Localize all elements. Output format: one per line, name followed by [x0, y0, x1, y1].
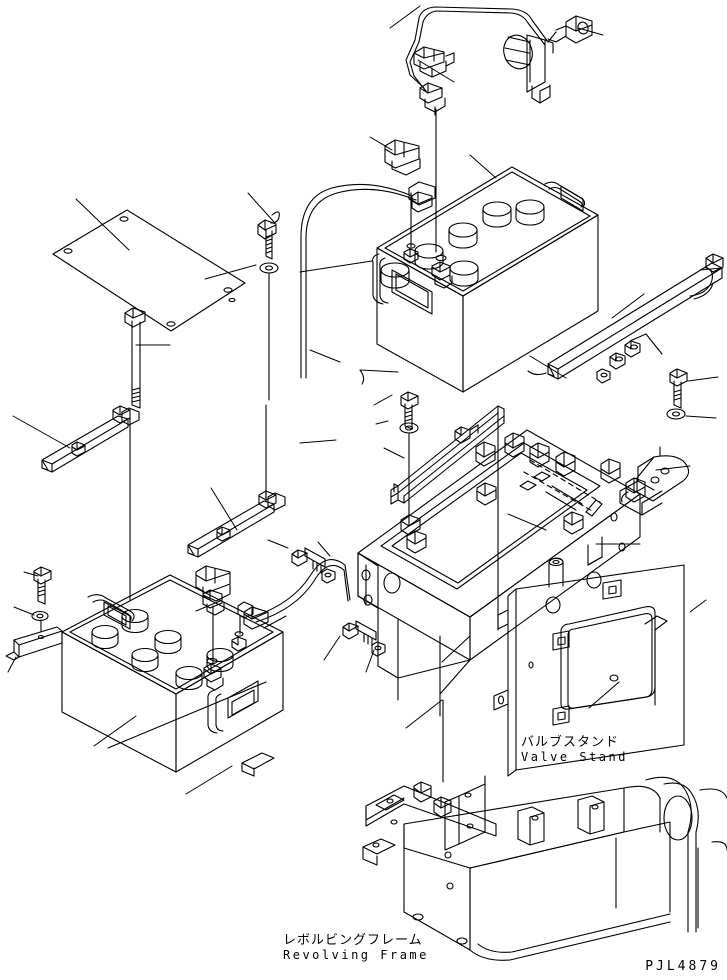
drawing-number: PJL4879: [645, 959, 721, 974]
battery-handle: [372, 253, 433, 315]
washer-lower-left: [31, 610, 49, 622]
cable-end-cap: [547, 15, 593, 44]
valve-stand-callout: バルブスタンド Valve Stand: [521, 735, 628, 765]
leader-lines: [7, 5, 723, 795]
terminal-lug-lower: [202, 589, 225, 616]
long-bolt: [124, 307, 146, 409]
revolving-frame-callout: レボルビングフレーム Revolving Frame: [283, 933, 429, 963]
washers-rail-right: [596, 340, 641, 384]
battery-cell-caps: [380, 199, 545, 289]
battery-cable-upper: [405, 6, 549, 92]
wing-bolt: [257, 211, 280, 260]
leader-washer: [629, 333, 663, 355]
washer-right: [666, 408, 686, 420]
tray-studs: [406, 432, 646, 554]
hex-bolt-center-left: [400, 391, 419, 430]
hold-down-rail-left-lower: [187, 490, 286, 558]
hex-bolt-tray-1: [291, 547, 326, 574]
battery-handle-lower: [87, 594, 135, 630]
frame-mount-tab: [444, 775, 486, 851]
hex-bolt-lower-left: [33, 566, 52, 605]
relay-connector: [413, 46, 455, 78]
hold-down-rail-left-upper: [41, 405, 140, 473]
battery-terminal-upper-2: [431, 254, 453, 289]
valve-stand-label-en: Valve Stand: [521, 750, 628, 764]
cable-tail: [359, 369, 365, 385]
battery-base-pad-side: [241, 762, 255, 777]
battery-upper: [372, 166, 599, 393]
revolving-frame-label-en: Revolving Frame: [283, 948, 429, 962]
battery-tray-bracket: [357, 429, 646, 717]
battery-terminal-lower-2: [231, 631, 247, 652]
revolving-frame-base: [362, 776, 727, 961]
washer-wing-bolt: [259, 262, 279, 274]
battery-lower: [61, 574, 284, 777]
battery-cell-caps-lower: [91, 608, 234, 691]
washer-tray-1: [321, 568, 336, 584]
battery-handle-lower-rear: [207, 680, 259, 734]
washer-tray-2: [371, 641, 386, 657]
cable-connector-block: [384, 139, 421, 176]
frame-nut-2: [433, 796, 452, 818]
battery-cable-lower: [237, 558, 351, 630]
cable-connector-lower: [195, 565, 231, 602]
battery-cable-mid: [300, 181, 436, 379]
battery-base-pad: [241, 752, 275, 770]
plate-hole: [228, 297, 236, 303]
valve-stand-label-jp: バルブスタンド: [521, 735, 620, 750]
revolving-frame-label-jp: レボルビングフレーム: [283, 933, 423, 948]
starter-relay: [503, 34, 554, 104]
terminal-clamp: [419, 82, 446, 116]
hex-bolt-right: [669, 368, 688, 409]
hex-bolt-tray-2: [342, 620, 377, 647]
battery-base-edge: [107, 681, 267, 749]
hold-down-rail-right: [527, 253, 724, 380]
battery-cover-plate: [52, 209, 246, 332]
battery-clamp-lower-left: [5, 626, 63, 661]
battery-handle-rear: [544, 181, 586, 212]
mount-bracket-right: [619, 446, 690, 516]
valve-stand-panel: [493, 557, 685, 777]
frame-nut-1: [413, 781, 432, 803]
battery-terminal-lower: [203, 657, 224, 691]
